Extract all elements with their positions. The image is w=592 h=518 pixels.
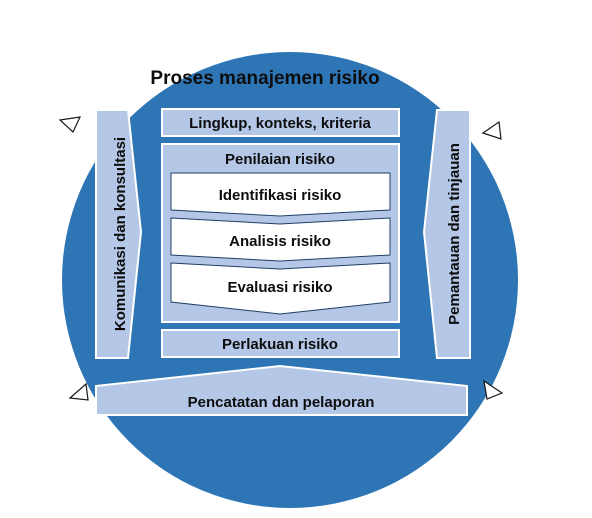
communication-arrow xyxy=(95,109,143,359)
cycle-arrowhead-top-left xyxy=(58,116,82,133)
cycle-arrowhead-top-right xyxy=(481,120,502,140)
assessment-label: Penilaian risiko xyxy=(225,151,335,168)
scope-label: Lingkup, konteks, kriteria xyxy=(189,115,371,132)
identification-label: Identifikasi risiko xyxy=(219,187,342,204)
identification-step xyxy=(170,172,391,217)
analysis-step xyxy=(170,217,391,262)
monitoring-label: Pemantauan dan tinjauan xyxy=(446,143,463,325)
scope-box xyxy=(161,108,400,137)
analysis-label: Analisis risiko xyxy=(229,233,331,250)
monitoring-arrow xyxy=(422,109,471,359)
recording-label: Pencatatan dan pelaporan xyxy=(188,394,375,411)
communication-label: Komunikasi dan konsultasi xyxy=(112,137,129,331)
diagram-title: Proses manajemen risiko xyxy=(150,68,379,89)
treatment-box xyxy=(161,329,400,358)
treatment-label: Perlakuan risiko xyxy=(222,336,338,353)
cycle-arrowhead-bottom-left xyxy=(68,382,89,401)
evaluation-step xyxy=(170,262,391,315)
cycle-arrowhead-bottom-right xyxy=(483,379,504,400)
evaluation-label: Evaluasi risiko xyxy=(227,279,332,296)
recording-arrow xyxy=(95,364,468,416)
